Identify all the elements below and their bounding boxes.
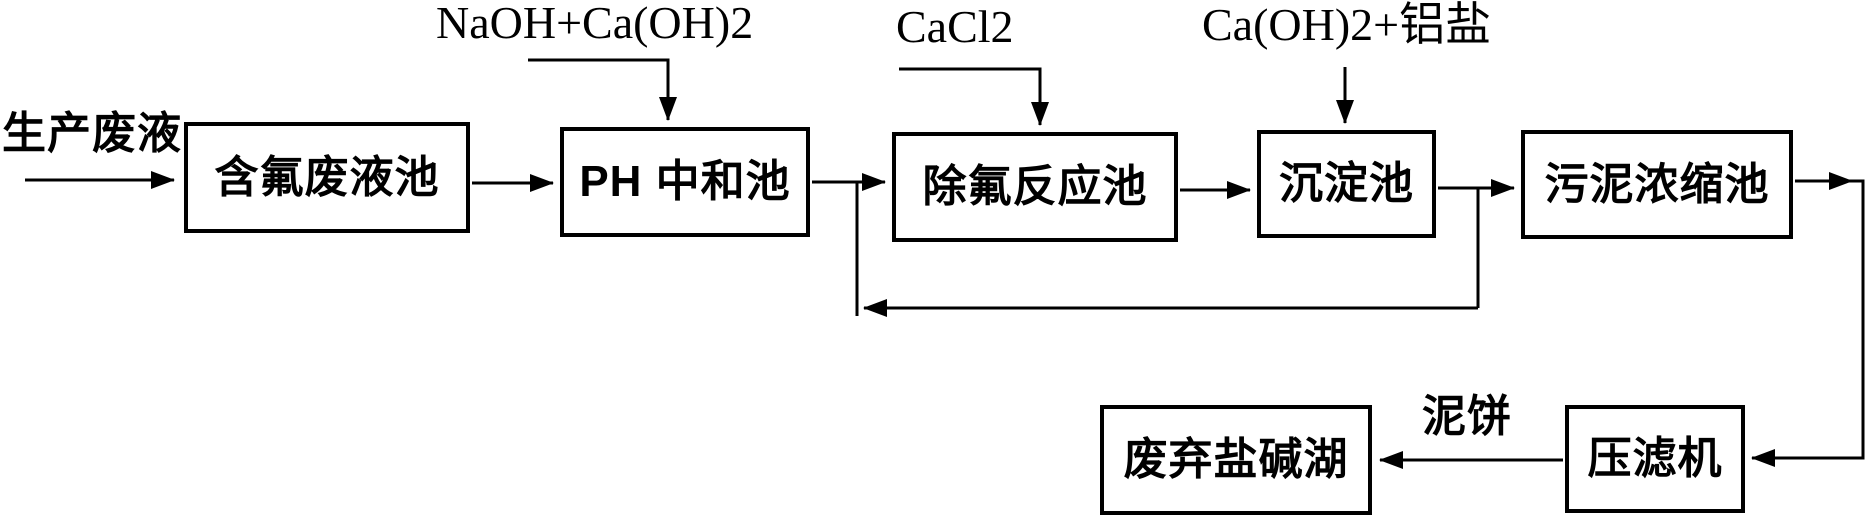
node-sedimentation-tank-label: 沉淀池: [1279, 159, 1414, 208]
node-sludge-thickening-tank: 污泥浓缩池: [1521, 130, 1793, 239]
node-defluorination-reaction-tank: 除氟反应池: [892, 132, 1178, 242]
node-filter-press: 压滤机: [1565, 405, 1745, 513]
reagent-label-cacl2: CaCl2: [896, 1, 1014, 52]
node-abandoned-salt-alkali-lake-label: 废弃盐碱湖: [1123, 435, 1349, 484]
reagent-label-naoh: NaOH+Ca(OH)2: [436, 0, 754, 48]
node-filter-press-label: 压滤机: [1587, 434, 1723, 483]
node-ph-neutralization-tank: PH 中和池: [560, 127, 810, 237]
node-abandoned-salt-alkali-lake: 废弃盐碱湖: [1100, 405, 1372, 515]
node-fluoride-waste-tank-label: 含氟废液池: [214, 152, 440, 202]
node-fluoride-waste-tank: 含氟废液池: [184, 122, 470, 233]
arrow-elbow-to-filter-press: [1751, 179, 1865, 467]
arrow-cacl2-feed-to-defluor-tank: [899, 67, 1049, 126]
node-sedimentation-tank: 沉淀池: [1257, 130, 1436, 238]
reagent-label-coagulant: Ca(OH)2+铝盐: [1202, 0, 1492, 50]
node-defluorination-reaction-tank-label: 除氟反应池: [922, 162, 1148, 211]
node-ph-neutralization-tank-label: PH 中和池: [579, 157, 791, 206]
arrow-naoh-feed-to-ph-tank: [528, 58, 677, 121]
influent-label: 生产废液: [2, 109, 182, 158]
mud-cake-label: 泥饼: [1422, 392, 1512, 441]
node-sludge-thickening-tank-label: 污泥浓缩池: [1544, 159, 1770, 209]
